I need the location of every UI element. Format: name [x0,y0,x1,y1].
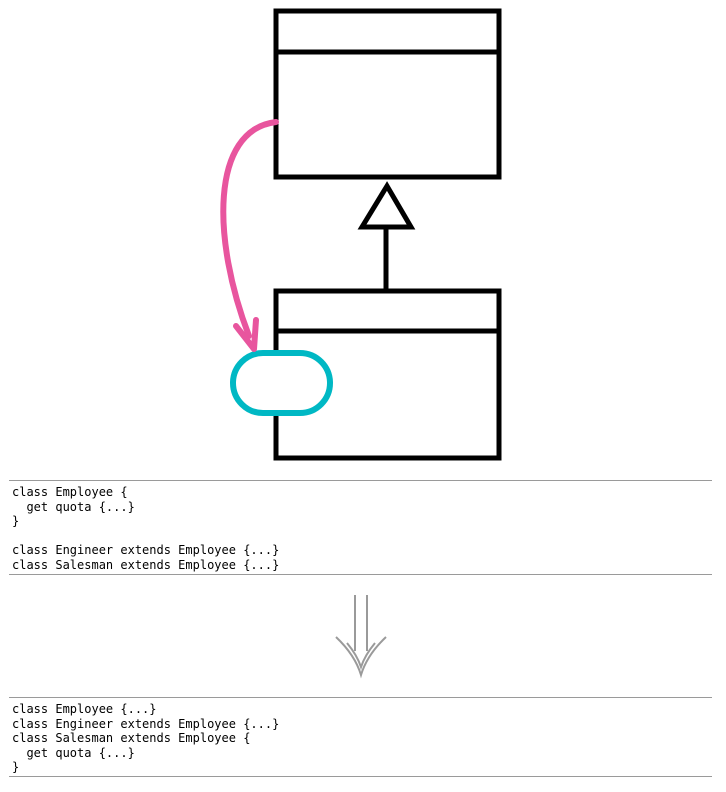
code-line: class Employee {...} [12,702,157,716]
transform-down-arrow-icon [335,595,387,679]
code-line: class Salesman extends Employee { [12,731,251,746]
code-before-block: class Employee { get quota {...} } class… [12,485,712,573]
code-after-panel: class Employee {...} class Engineer exte… [9,697,712,777]
move-arrowhead-icon [233,317,259,352]
code-line: get quota {...} [12,745,135,760]
code-line: } [12,514,20,529]
inheritance-triangle-icon [357,181,416,230]
method-highlight-oval [230,350,333,416]
uml-diagram [220,8,502,461]
code-line: class Engineer extends Employee {...} [12,716,280,731]
move-method-arrow [220,119,279,352]
code-line: } [12,760,20,775]
code-before-panel: class Employee { get quota {...} } class… [9,480,712,575]
code-line: class Engineer extends Employee {...} [12,543,280,558]
superclass-box [273,8,502,180]
inheritance-arrow [357,181,416,291]
code-line: class Employee { [12,485,128,499]
code-after-block: class Employee {...} class Engineer exte… [12,702,712,775]
code-line: class Salesman extends Employee {...} [12,557,280,572]
code-line: get quota {...} [12,499,135,514]
